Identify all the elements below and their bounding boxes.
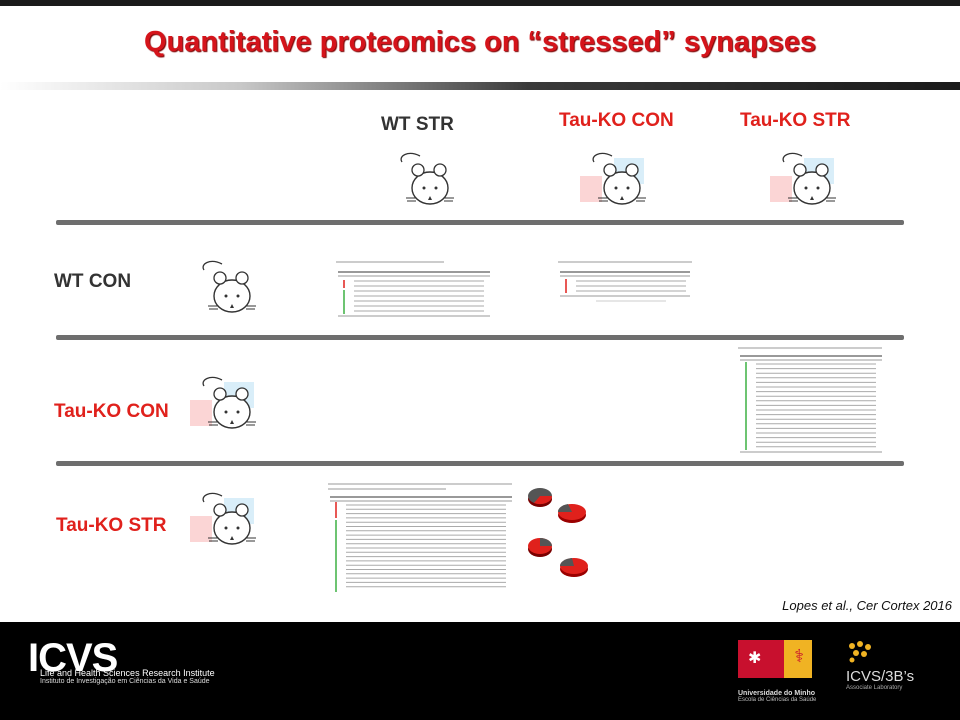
icvs-logo-subtitle-pt: Instituto de Investigação em Ciências da… bbox=[40, 678, 210, 685]
top-bar bbox=[0, 0, 960, 6]
row-separator bbox=[56, 335, 904, 340]
uminho-name: Universidade do Minho bbox=[738, 690, 816, 697]
icvs-logo-subtitle: Life and Health Sciences Research Instit… bbox=[40, 668, 215, 678]
result-table-wt-con-vs-tauko-con bbox=[556, 258, 696, 308]
row-header-tauko-con: Tau-KO CON bbox=[54, 401, 169, 422]
row-separator bbox=[56, 220, 904, 225]
column-header-tauko-str: Tau-KO STR bbox=[740, 110, 851, 131]
title-rule bbox=[0, 82, 960, 90]
mouse-icon bbox=[202, 260, 256, 313]
mouse-icon-tauko-str bbox=[770, 152, 836, 205]
uminho-logo: ✱ ⚕ Universidade do Minho Escola de Ciên… bbox=[738, 640, 818, 710]
pie-charts-figure bbox=[528, 488, 588, 577]
result-table-wt-con-vs-wt-str bbox=[334, 258, 494, 320]
mouse-icon-tauko bbox=[580, 152, 646, 205]
result-table-wt-con-vs-tauko-str bbox=[326, 480, 516, 596]
mouse-icon bbox=[400, 152, 454, 205]
result-table-tauko-con-vs-tauko-str bbox=[736, 344, 886, 456]
citation: Lopes et al., Cer Cortex 2016 bbox=[782, 598, 952, 613]
slide-title: Quantitative proteomics on “stressed” sy… bbox=[143, 26, 817, 58]
column-header-tauko-con: Tau-KO CON bbox=[559, 110, 674, 131]
row-header-wt-con: WT CON bbox=[54, 271, 132, 292]
icvs-logo: ICVS Life and Health Sciences Research I… bbox=[28, 636, 215, 685]
icvs-3bs-text: ICVS/3B’s bbox=[846, 668, 915, 685]
row-separator bbox=[56, 461, 904, 466]
associate-laboratory-text: Associate Laboratory bbox=[846, 685, 903, 691]
uminho-emblem: ✱ ⚕ bbox=[738, 640, 812, 678]
row-header-tauko-str: Tau-KO STR bbox=[56, 515, 167, 536]
column-header-wt-str: WT STR bbox=[381, 114, 454, 135]
icvs-logo-text: ICVS bbox=[28, 636, 118, 680]
dots-icon bbox=[849, 641, 871, 663]
mouse-icon-tauko-str bbox=[190, 492, 256, 545]
mouse-icon-tauko bbox=[190, 376, 256, 429]
icvs-3bs-logo: ICVS/3B’s Associate Laboratory bbox=[846, 640, 914, 691]
uminho-school: Escola de Ciências da Saúde bbox=[738, 697, 817, 703]
